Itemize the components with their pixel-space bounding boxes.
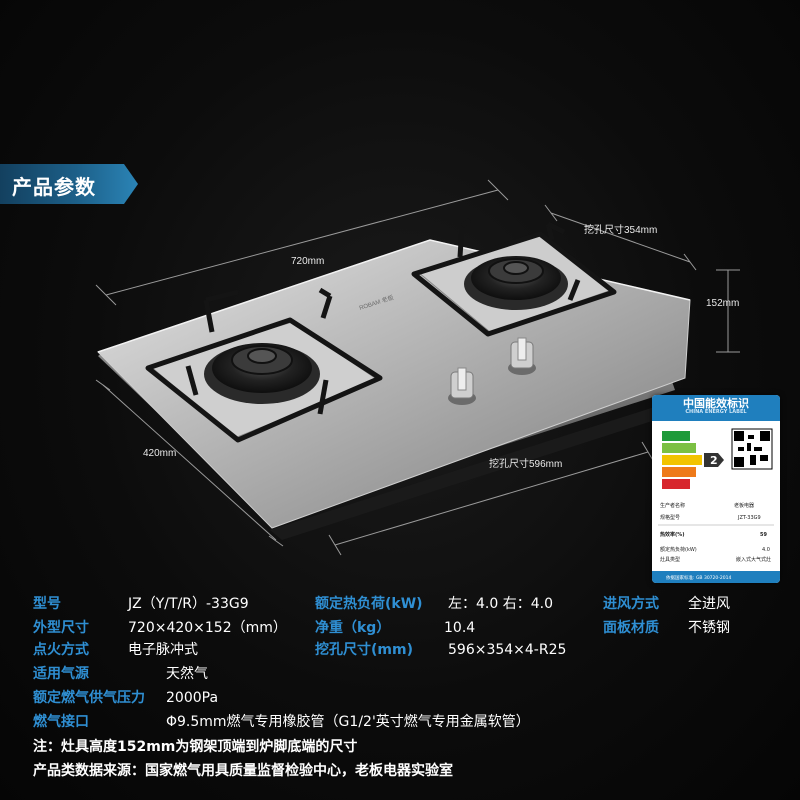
spec-key: 适用气源 xyxy=(33,666,89,682)
spec-key: 净重（kg） xyxy=(315,620,391,636)
model-label: 规格型号 xyxy=(660,514,680,521)
spec-value: 全进风 xyxy=(688,596,730,612)
spec-key: 额定热负荷(kW) xyxy=(315,596,423,612)
spec-value: 596×354×4-R25 xyxy=(448,642,567,658)
dimension-depth: 420mm xyxy=(143,448,177,459)
note-data-source: 产品类数据来源：国家燃气用具质量监督检验中心，老板电器实验室 xyxy=(33,763,453,779)
energy-label-body: 2 生产者名称 老板电器 规格型号 JZT-33G9 热效率(%) 59 额定热… xyxy=(652,428,780,583)
spec-key: 外型尺寸 xyxy=(33,620,89,636)
efficiency-label: 热效率(%) xyxy=(660,531,685,538)
energy-label-card: 中国能效标识 CHINA ENERGY LABEL 2 生产者名称 老板电器 xyxy=(652,395,780,583)
spec-value: 左：4.0 右：4.0 xyxy=(448,596,553,612)
spec-table: 型号 JZ（Y/T/R）-33G9 外型尺寸 720×420×152（mm） 点… xyxy=(0,592,800,800)
spec-value: 电子脉冲式 xyxy=(128,642,198,658)
energy-label-subtitle: CHINA ENERGY LABEL xyxy=(685,409,747,415)
section-banner: 产品参数 xyxy=(0,164,138,204)
spec-value: 10.4 xyxy=(444,620,476,636)
cooktop-drawing: ROBAM 老板 xyxy=(95,179,740,556)
section-title: 产品参数 xyxy=(12,175,96,199)
right-control-knob-icon xyxy=(508,337,536,375)
spec-key: 挖孔尺寸(mm) xyxy=(315,642,413,658)
energy-label-header: 中国能效标识 CHINA ENERGY LABEL xyxy=(652,395,780,421)
spec-key: 燃气接口 xyxy=(33,714,89,730)
spec-value: 2000Pa xyxy=(166,690,219,706)
note-height: 注：灶具高度152mm为钢架顶端到炉脚底端的尺寸 xyxy=(33,739,358,755)
spec-value: Φ9.5mm燃气专用橡胶管（G1/2'英寸燃气专用金属软管） xyxy=(166,714,530,730)
spec-key: 进风方式 xyxy=(603,596,659,612)
model-value: JZT-33G9 xyxy=(737,515,761,521)
dimension-cutout-depth: 挖孔尺寸354mm xyxy=(584,225,658,236)
spec-value: JZ（Y/T/R）-33G9 xyxy=(128,596,249,612)
energy-label-title: 中国能效标识 xyxy=(683,397,749,410)
type-value: 嵌入式大气式灶 xyxy=(736,556,771,563)
load-label: 额定热负荷(kW) xyxy=(660,546,697,553)
energy-grade: 2 xyxy=(710,454,718,467)
dimension-cutout-width: 挖孔尺寸596mm xyxy=(489,459,563,470)
dimension-height: 152mm xyxy=(706,298,740,309)
spec-key: 点火方式 xyxy=(33,642,89,658)
standard-text: 依据国家标准: GB 30720-2014 xyxy=(666,574,731,581)
spec-key: 额定燃气供气压力 xyxy=(33,690,145,706)
dimension-lines xyxy=(95,179,740,556)
left-pan-support-icon xyxy=(145,287,383,443)
type-label: 灶具类型 xyxy=(660,556,680,563)
spec-value: 天然气 xyxy=(166,666,208,682)
dimension-width: 720mm xyxy=(291,256,325,267)
qr-code-icon xyxy=(731,428,773,470)
spec-key: 型号 xyxy=(33,596,61,612)
left-control-knob-icon xyxy=(448,367,476,405)
grade-arrow-icon xyxy=(704,453,724,467)
spec-value: 720×420×152（mm） xyxy=(128,620,287,636)
load-value: 4.0 xyxy=(762,547,770,553)
manufacturer-value: 老板电器 xyxy=(734,502,754,509)
spec-value: 不锈钢 xyxy=(688,620,730,636)
spec-key: 面板材质 xyxy=(603,620,659,636)
efficiency-value: 59 xyxy=(760,532,767,538)
product-illustration: ROBAM 老板 720mm 挖孔尺寸354mm 152mm 420mm 挖孔尺… xyxy=(95,179,740,556)
manufacturer-label: 生产者名称 xyxy=(660,502,685,509)
right-pan-support-icon xyxy=(411,218,617,337)
